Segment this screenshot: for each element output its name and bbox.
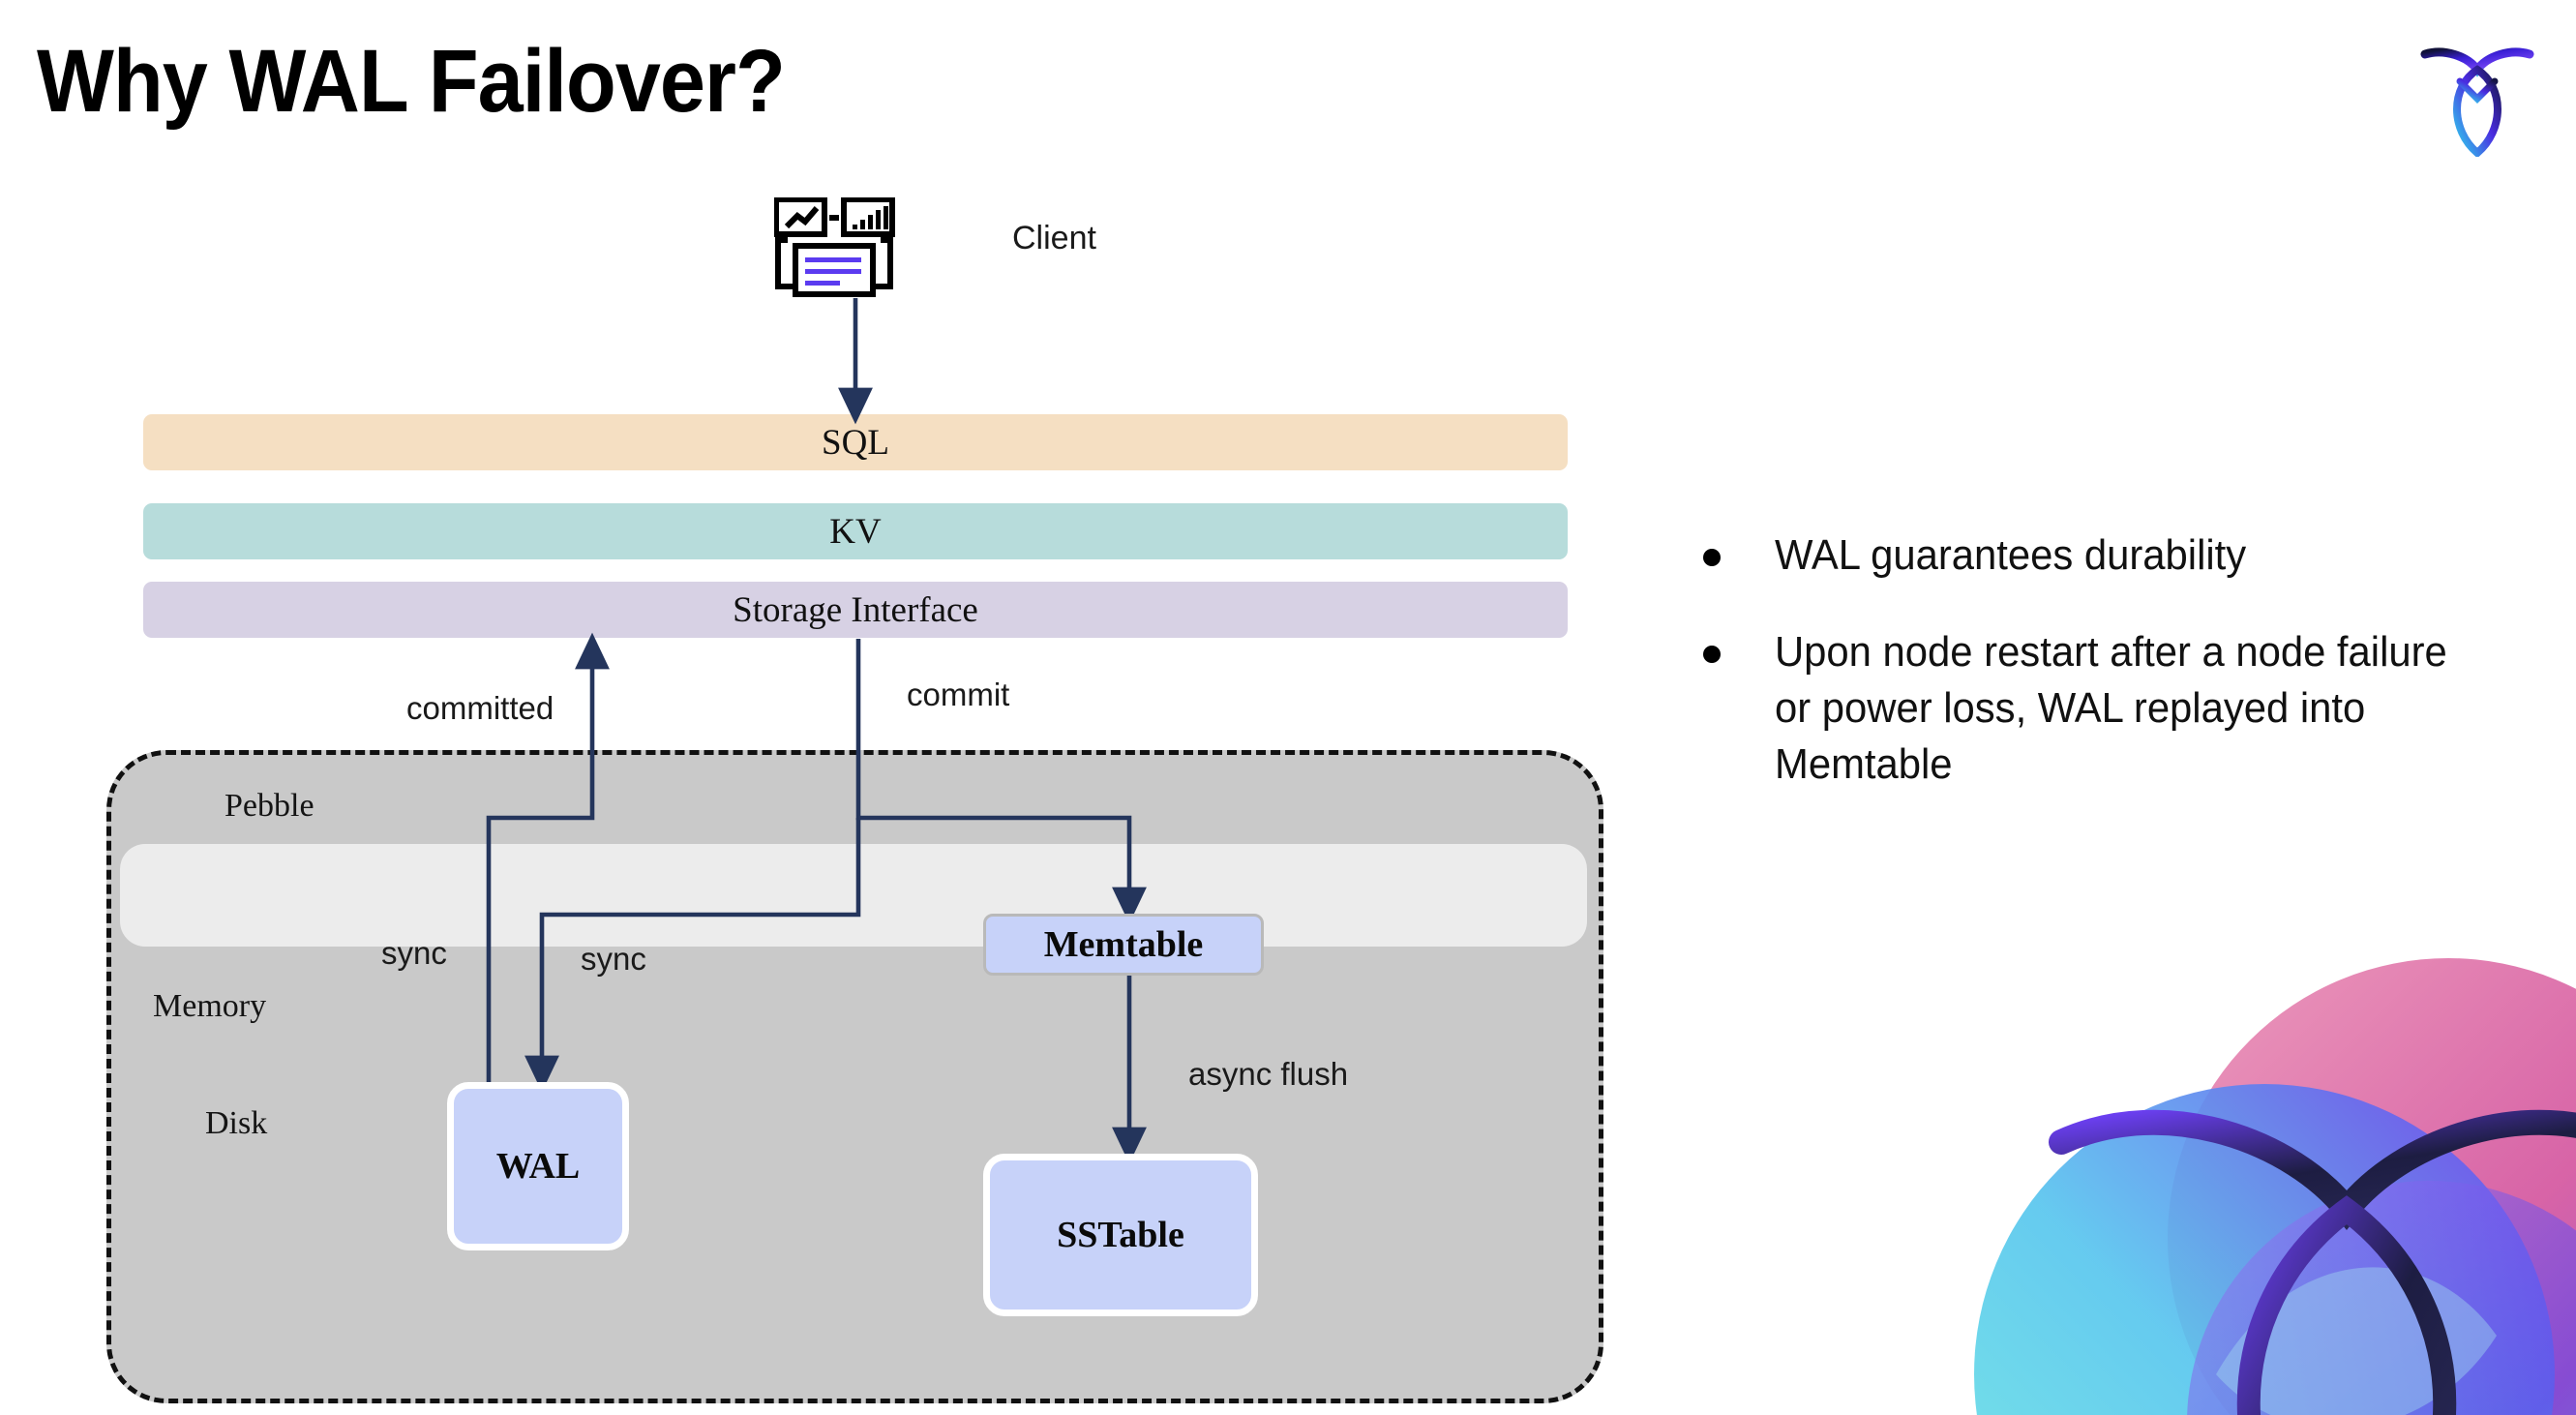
node-memtable: Memtable	[983, 914, 1264, 976]
node-memtable-label: Memtable	[1043, 924, 1204, 965]
edge-label-sync-right: sync	[581, 941, 646, 977]
bullet-list: WAL guarantees durability Upon node rest…	[1703, 527, 2506, 833]
bullet-text: WAL guarantees durability	[1775, 531, 2247, 579]
client-dashboard-icon	[774, 197, 895, 297]
layer-sql-label: SQL	[822, 422, 889, 463]
layer-kv-label: KV	[829, 511, 882, 552]
bullet-dot-icon	[1703, 646, 1721, 664]
cockroachdb-logo-icon	[2420, 47, 2534, 157]
edge-label-committed: committed	[406, 690, 554, 726]
list-item: Upon node restart after a node failure o…	[1703, 624, 2506, 793]
layer-storage-label: Storage Interface	[733, 589, 978, 630]
node-sstable-label: SSTable	[1057, 1215, 1184, 1255]
edge-label-sync-left: sync	[381, 935, 447, 971]
edge-label-async-flush: async flush	[1188, 1056, 1349, 1092]
node-wal-label: WAL	[495, 1146, 581, 1187]
list-item: WAL guarantees durability	[1703, 527, 2506, 584]
bullet-text: Upon node restart after a node failure o…	[1775, 628, 2447, 789]
disk-label: Disk	[205, 1105, 268, 1141]
node-sstable: SSTable	[983, 1154, 1258, 1316]
layer-kv: KV	[143, 503, 1568, 559]
memory-label: Memory	[153, 988, 267, 1024]
edge-label-commit: commit	[907, 677, 1010, 712]
bullet-dot-icon	[1703, 549, 1721, 566]
node-wal: WAL	[447, 1082, 629, 1250]
page-title: Why WAL Failover?	[37, 32, 786, 131]
layer-storage-interface: Storage Interface	[143, 582, 1568, 638]
memory-region	[120, 844, 1587, 947]
pebble-label: Pebble	[225, 788, 315, 824]
client-label: Client	[1012, 220, 1096, 256]
